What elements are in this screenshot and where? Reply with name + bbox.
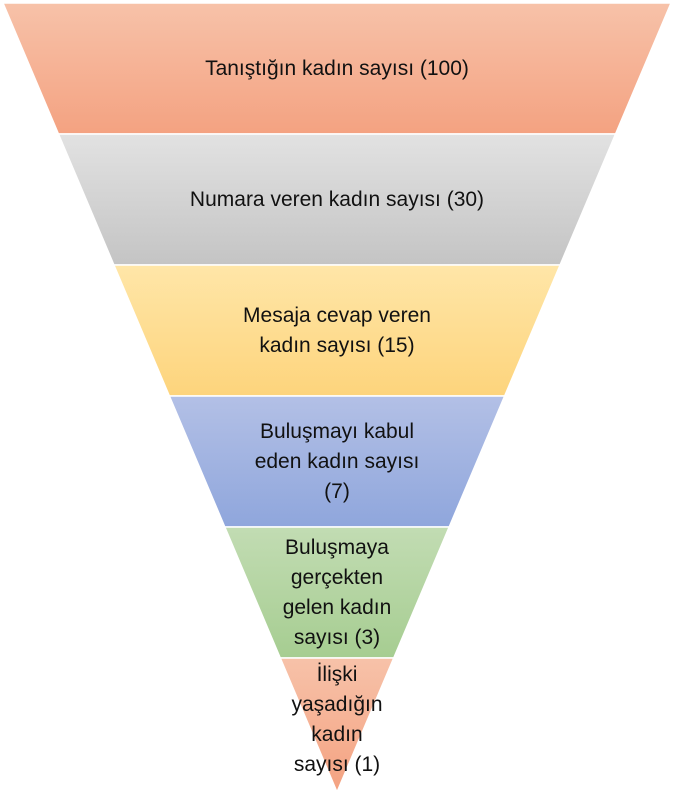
funnel-stage-6-label: İlişki yaşadığın kadın sayısı (1) — [291, 663, 383, 776]
funnel-stage-4-label: Buluşmayı kabul eden kadın sayısı (7) — [254, 419, 420, 503]
funnel-stage-1-label: Tanıştığın kadın sayısı (100) — [205, 56, 469, 80]
funnel-stage-5-label: Buluşmaya gerçekten gelen kadın sayısı (… — [282, 535, 392, 649]
funnel-stage-2-label: Numara veren kadın sayısı (30) — [189, 187, 485, 211]
funnel-stage-3-label: Mesaja cevap veren kadın sayısı (15) — [243, 303, 431, 357]
funnel-stage-6 — [279, 657, 395, 794]
